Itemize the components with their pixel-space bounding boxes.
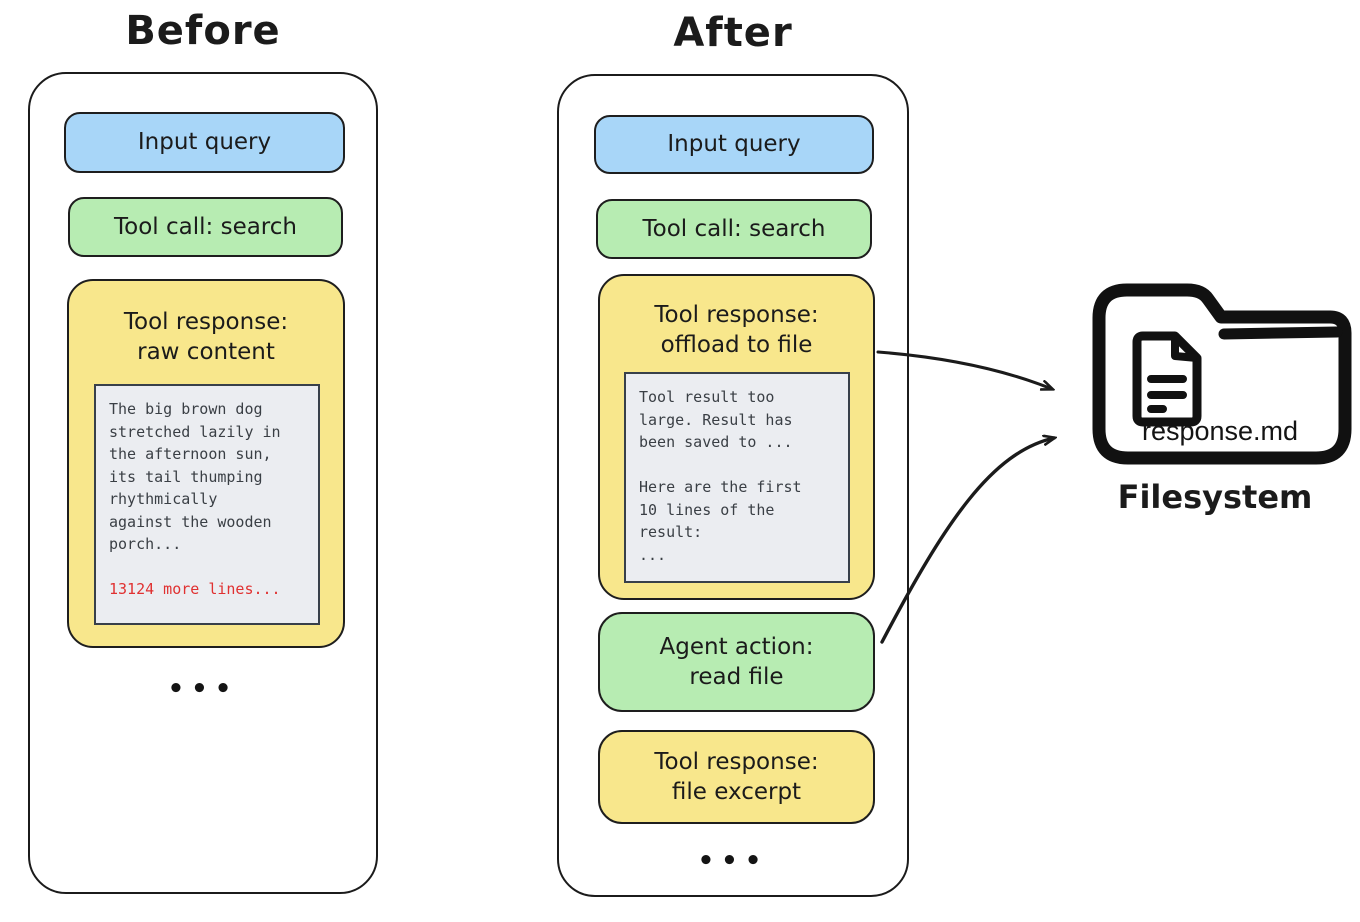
before-tool-response-box: Tool response: raw content The big brown… bbox=[67, 279, 345, 648]
arrow-offload-to-file bbox=[876, 350, 1052, 389]
after-tool-call-label: Tool call: search bbox=[642, 215, 826, 242]
after-agent-action-label: Agent action: read file bbox=[659, 633, 814, 690]
after-offload-message-text: Tool result too large. Result has been s… bbox=[639, 388, 802, 564]
after-ellipsis: ••• bbox=[697, 846, 769, 876]
folder-icon bbox=[1092, 283, 1352, 465]
after-tool-call-box: Tool call: search bbox=[596, 199, 872, 259]
after-input-query-box: Input query bbox=[594, 115, 874, 174]
after-file-excerpt-box: Tool response: file excerpt bbox=[598, 730, 875, 824]
after-file-excerpt-label: Tool response: file excerpt bbox=[654, 748, 819, 805]
after-agent-action-box: Agent action: read file bbox=[598, 612, 875, 712]
before-tool-call-label: Tool call: search bbox=[114, 213, 297, 240]
before-input-query-box: Input query bbox=[64, 112, 345, 173]
before-input-query-label: Input query bbox=[137, 129, 272, 156]
after-offload-message-box: Tool result too large. Result has been s… bbox=[624, 372, 850, 583]
after-title: After bbox=[673, 10, 793, 56]
filesystem-label: Filesystem bbox=[1117, 478, 1313, 516]
before-raw-content-text: The big brown dog stretched lazily in th… bbox=[109, 400, 281, 553]
file-name-label: response.md bbox=[1141, 416, 1299, 446]
arrow-read-file bbox=[880, 438, 1054, 644]
before-ellipsis: ••• bbox=[167, 674, 239, 704]
after-tool-response-box: Tool response: offload to file Tool resu… bbox=[598, 274, 875, 600]
after-input-query-label: Input query bbox=[667, 131, 801, 158]
before-tool-response-title: Tool response: raw content bbox=[123, 309, 289, 366]
before-container: Input query Tool call: search Tool respo… bbox=[28, 72, 378, 894]
before-title: Before bbox=[125, 8, 281, 54]
before-raw-content-box: The big brown dog stretched lazily in th… bbox=[94, 384, 320, 625]
after-tool-response-title: Tool response: offload to file bbox=[654, 302, 819, 359]
before-tool-call-box: Tool call: search bbox=[68, 197, 343, 257]
after-container: Input query Tool call: search Tool respo… bbox=[557, 74, 909, 897]
filesystem-folder: response.md bbox=[1085, 276, 1355, 476]
before-more-lines-text: 13124 more lines... bbox=[109, 579, 281, 598]
